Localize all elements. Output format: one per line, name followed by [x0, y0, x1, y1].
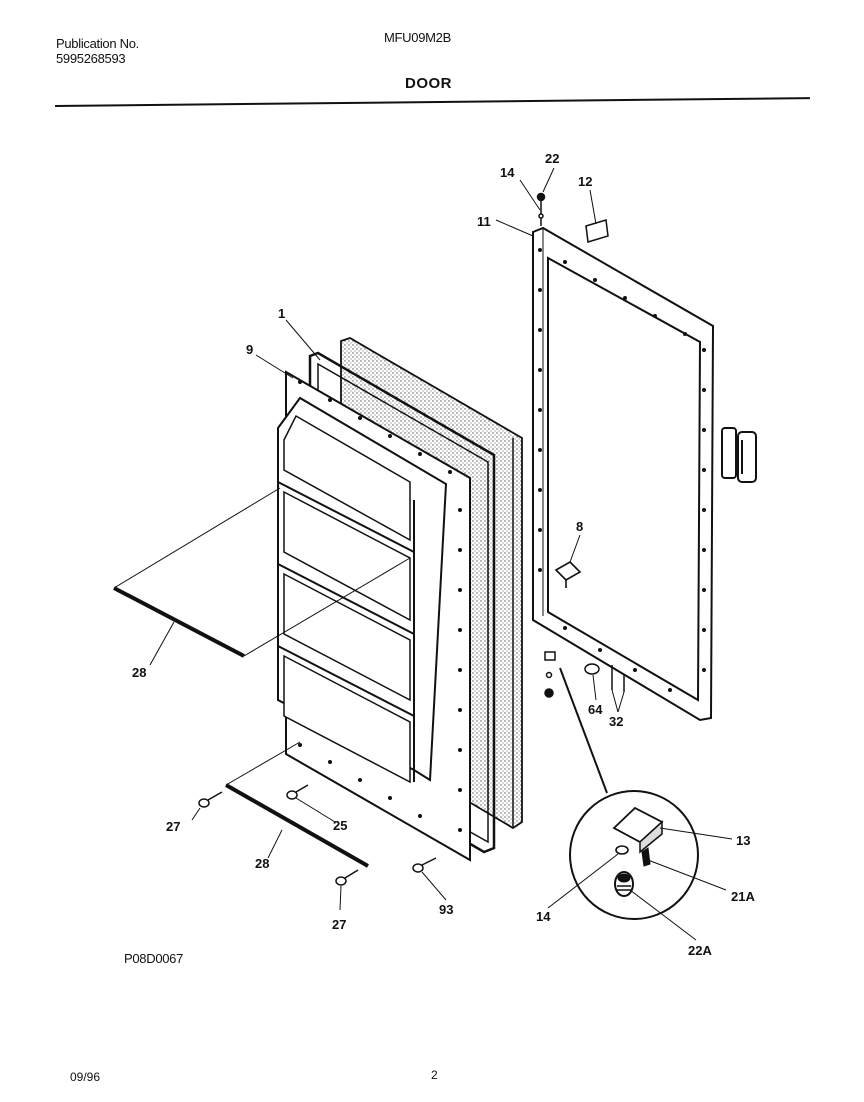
part-label-9: 9 — [246, 342, 253, 357]
shelf-rail-lower — [225, 741, 369, 868]
liner-screws — [298, 380, 462, 832]
part-label-8: 8 — [576, 519, 583, 534]
part-label-27-left: 27 — [166, 819, 180, 834]
part-label-14-detail: 14 — [536, 909, 551, 924]
part-label-28-lower: 28 — [255, 856, 269, 871]
part-label-21a: 21A — [731, 889, 755, 904]
hinge-detail-circle — [559, 667, 699, 920]
part-label-12: 12 — [578, 174, 592, 189]
part-label-27-bottom: 27 — [332, 917, 346, 932]
diagram-code: P08D0067 — [124, 951, 184, 966]
bottom-hinge-parts — [544, 651, 625, 698]
door-stop-bracket — [554, 561, 582, 588]
publication-number: 5995268593 — [56, 51, 126, 66]
part-label-11: 11 — [477, 214, 491, 229]
footer-date: 09/96 — [70, 1070, 101, 1084]
part-label-25: 25 — [333, 818, 347, 833]
door-shelf-bins — [277, 396, 448, 784]
loose-screws — [198, 784, 437, 886]
part-label-93: 93 — [439, 902, 453, 917]
outer-door-screws — [538, 248, 706, 692]
door-handle — [721, 427, 757, 483]
part-label-64: 64 — [588, 702, 603, 717]
part-label-22: 22 — [545, 151, 559, 166]
leader-lines — [149, 167, 733, 941]
part-label-13: 13 — [736, 833, 750, 848]
model-number: MFU09M2B — [384, 30, 451, 45]
outer-door-panel — [532, 226, 715, 722]
page-number: 2 — [431, 1068, 438, 1082]
shelf-rail-upper — [113, 487, 411, 658]
part-label-28-upper: 28 — [132, 665, 146, 680]
nameplate — [585, 219, 609, 243]
part-label-22a: 22A — [688, 943, 712, 958]
top-hinge-pin — [536, 192, 546, 226]
part-label-1: 1 — [278, 306, 285, 321]
part-label-14-top: 14 — [500, 165, 515, 180]
publication-label: Publication No. — [56, 36, 139, 51]
section-title: DOOR — [405, 75, 452, 92]
part-label-32: 32 — [609, 714, 623, 729]
